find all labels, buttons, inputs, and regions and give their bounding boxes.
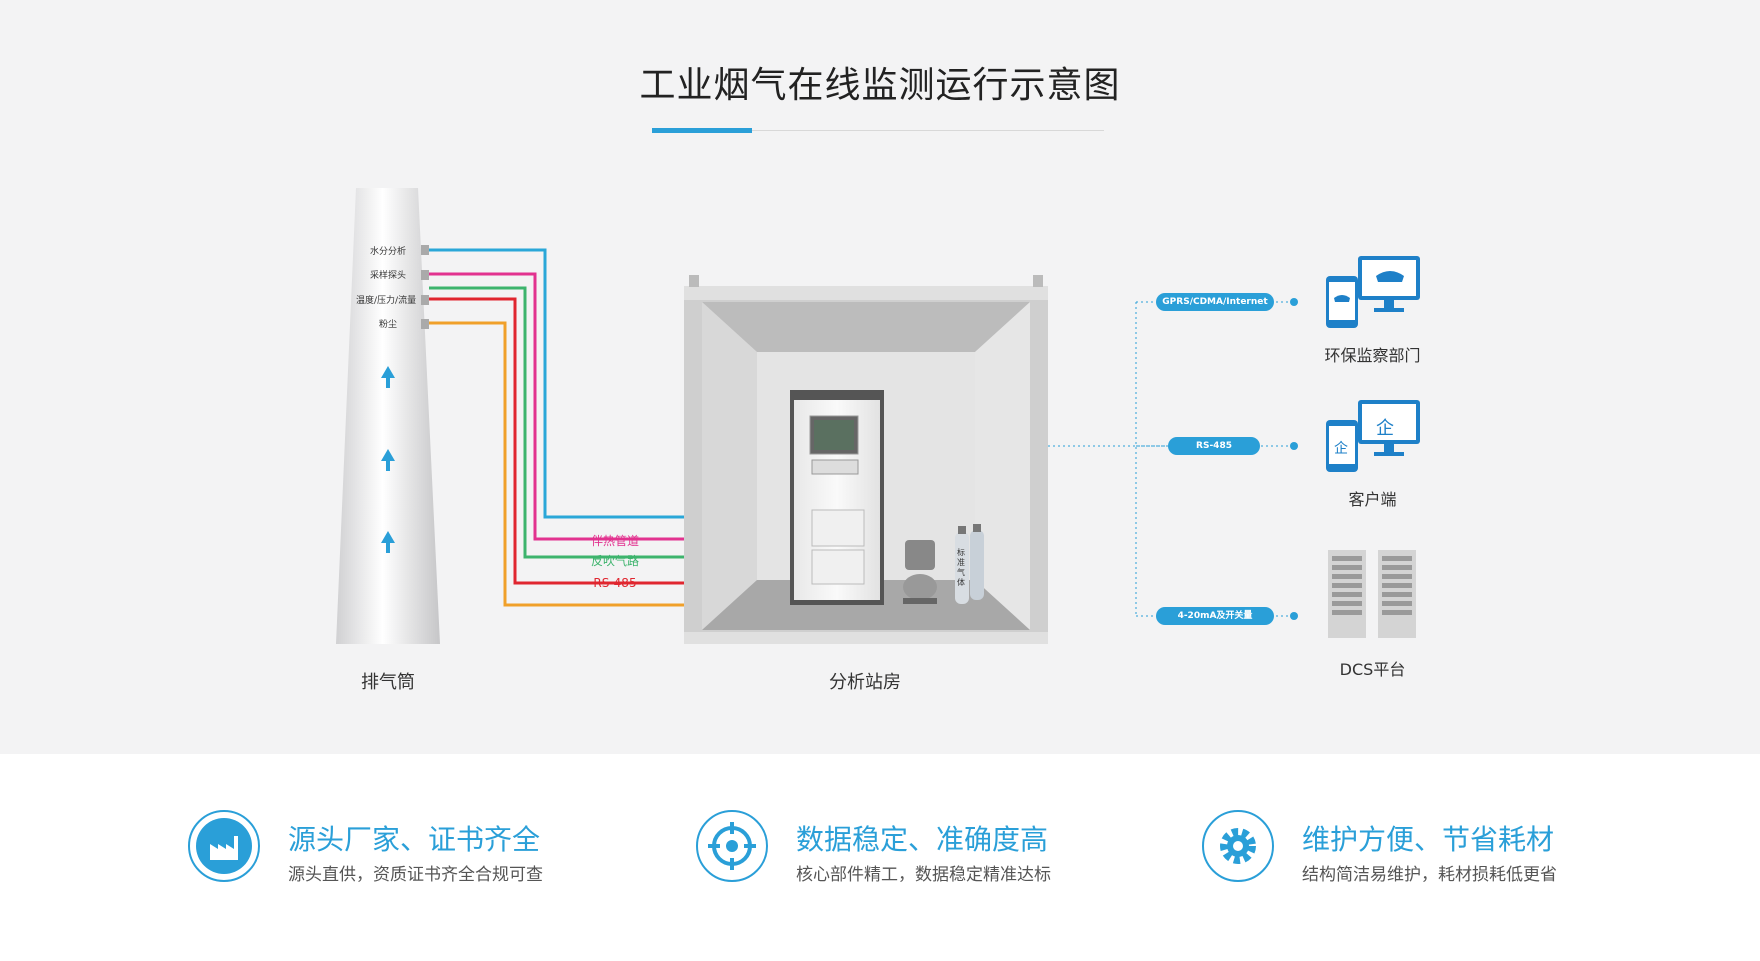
monitor-phone-icon-2	[1326, 400, 1420, 472]
node-label-env: 环保监察部门	[1324, 346, 1421, 365]
network-lines	[1048, 301, 1294, 617]
pipe-label-rs485: RS-485	[593, 576, 637, 590]
factory-icon	[188, 810, 260, 882]
title-accent-bar	[652, 128, 752, 133]
node-label-dcs: DCS平台	[1339, 660, 1406, 679]
link-rs485: RS-485	[1168, 437, 1260, 455]
feature-title: 数据稳定、准确度高	[796, 823, 1049, 856]
port-label-dust: 粉尘	[379, 320, 398, 330]
page-title: 工业烟气在线监测运行示意图	[639, 65, 1121, 106]
system-diagram	[336, 188, 1420, 644]
port-label-probe: 采样探头	[370, 271, 407, 281]
air-compressor	[903, 540, 937, 604]
port-2	[421, 270, 429, 280]
station-label: 分析站房	[829, 672, 901, 693]
feature-desc: 核心部件精工，数据稳定精准达标	[796, 865, 1051, 885]
link-gprs: GPRS/CDMA/Internet	[1156, 293, 1274, 311]
gas-label: 标准气体	[957, 548, 965, 587]
link-analog: 4-20mA及开关量	[1156, 607, 1274, 625]
gear-icon	[1202, 810, 1274, 882]
port-label-moisture: 水分分析	[370, 247, 407, 257]
port-1	[421, 245, 429, 255]
enterprise-char-monitor: 企	[1376, 418, 1394, 439]
enterprise-char-phone: 企	[1334, 441, 1348, 457]
feature-title: 源头厂家、证书齐全	[288, 823, 541, 856]
port-3	[421, 295, 429, 305]
port-4	[421, 319, 429, 329]
dcs-server-icon	[1328, 550, 1416, 638]
analysis-station	[684, 275, 1048, 644]
gas-cylinders	[955, 524, 984, 604]
pipe-label-heat: 伴热管道	[590, 534, 639, 548]
port-label-temp: 温度/压力/流量	[356, 296, 417, 306]
feature-desc: 结构简洁易维护，耗材损耗低更省	[1302, 865, 1557, 885]
arrow-up-icon	[381, 366, 395, 553]
target-icon	[696, 810, 768, 882]
chimney-label: 排气筒	[361, 672, 415, 693]
node-label-client: 客户端	[1348, 490, 1397, 509]
monitor-phone-icon-1	[1326, 256, 1420, 328]
feature-title: 维护方便、节省耗材	[1302, 823, 1555, 856]
feature-desc: 源头直供，资质证书齐全合规可查	[288, 865, 543, 885]
title-divider	[652, 130, 1104, 131]
chimney	[336, 188, 440, 644]
pipe-label-blow: 反吹气路	[590, 554, 639, 568]
pipes	[429, 248, 768, 607]
